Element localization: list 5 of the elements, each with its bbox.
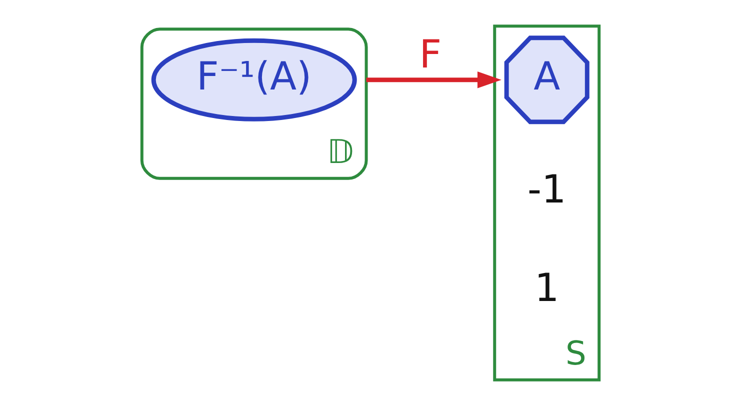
label: -1 bbox=[528, 168, 566, 213]
arrow bbox=[366, 72, 502, 88]
edge-label: F bbox=[419, 32, 442, 78]
node-ellipse: F⁻¹(A) bbox=[151, 38, 357, 122]
label: 1 bbox=[534, 266, 560, 312]
